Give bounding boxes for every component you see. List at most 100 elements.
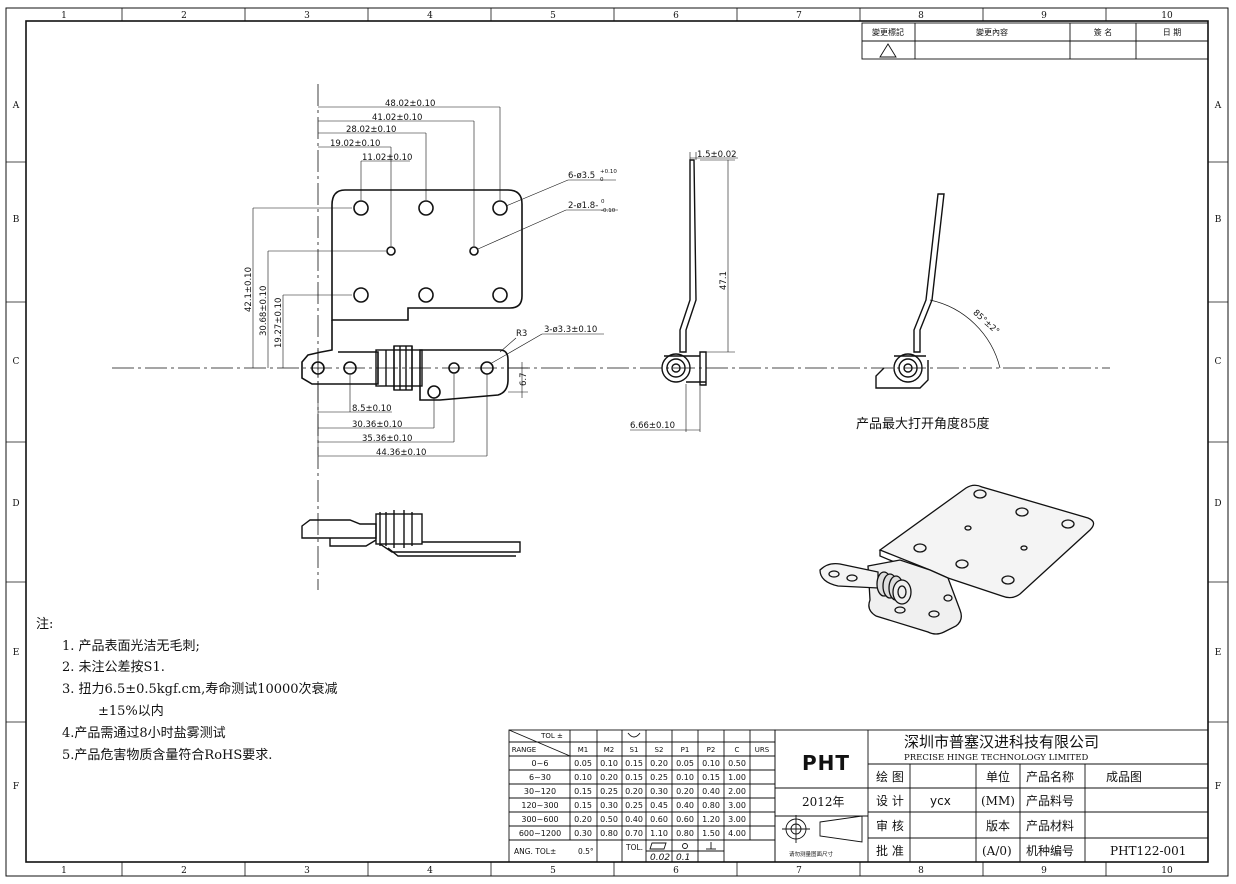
callout-big-holes: 6-ø3.5 bbox=[568, 171, 595, 181]
company-logo: PHT bbox=[802, 751, 850, 775]
tol-cell: 3.00 bbox=[728, 815, 746, 824]
zone-labels-top: 1 2 3 4 5 6 7 8 9 10 bbox=[61, 11, 1173, 21]
zone-label: 3 bbox=[304, 11, 310, 21]
unit-value: (MM) bbox=[981, 794, 1015, 808]
zone-label: 4 bbox=[427, 11, 433, 21]
callout-small-holes-tol: 0 bbox=[601, 199, 605, 205]
revision-mark-header: 變更標記 bbox=[872, 27, 904, 37]
tol-header: M1 bbox=[578, 746, 589, 754]
side-view: 1.5±0.02 47.1 6.66±0.10 bbox=[630, 150, 738, 432]
tol-cell: 1.00 bbox=[728, 773, 746, 782]
dim-41: 41.02±0.10 bbox=[372, 113, 422, 123]
zone-label: 7 bbox=[796, 866, 802, 876]
revision-block: 變更標記 變更內容 簽 名 日 期 bbox=[861, 22, 1209, 60]
tol-header: URS bbox=[755, 746, 770, 754]
tol-cell: 0.05 bbox=[676, 759, 694, 768]
tol-cell: 0.25 bbox=[650, 773, 668, 782]
tol-header: M2 bbox=[604, 746, 615, 754]
note-line: 1. 产品表面光洁无毛刺; bbox=[62, 639, 200, 654]
hinge-front-holes bbox=[353, 200, 508, 303]
dim-height: 47.1 bbox=[719, 271, 729, 290]
gdt-position-value: 0.1 bbox=[676, 853, 690, 863]
tol-cell: 1.50 bbox=[702, 829, 720, 838]
tol-cell: 0.15 bbox=[574, 801, 592, 810]
open-angle-label: 85°±2° bbox=[971, 308, 1001, 337]
tol-cell: 0.20 bbox=[574, 815, 592, 824]
tol-corner-bottom: RANGE bbox=[512, 746, 536, 754]
callout-small-holes-tol-low: -0.10 bbox=[601, 208, 616, 214]
zone-label: 8 bbox=[918, 866, 924, 876]
tol-cell: 0.15 bbox=[625, 759, 643, 768]
ang-tol-label: ANG. TOL± bbox=[514, 847, 556, 856]
dim-48: 48.02±0.10 bbox=[385, 99, 435, 109]
tol-cell: 0.25 bbox=[600, 787, 618, 796]
zone-label: 3 bbox=[304, 866, 310, 876]
dim-11: 11.02±0.10 bbox=[362, 153, 412, 163]
gdt-flatness-value: 0.02 bbox=[650, 853, 670, 863]
zone-label: 10 bbox=[1161, 11, 1173, 21]
zone-label: 5 bbox=[550, 866, 556, 876]
zone-label: D bbox=[12, 499, 19, 509]
tol-cell: 0.10 bbox=[676, 773, 694, 782]
tol-cell: 4.00 bbox=[728, 829, 746, 838]
note-line: 4.产品需通过8小时盐雾测试 bbox=[62, 726, 226, 741]
note-line: 2. 未注公差按S1. bbox=[62, 660, 165, 675]
callout-bracket-holes: 3-ø3.3±0.10 bbox=[544, 325, 597, 335]
zone-label: 8 bbox=[918, 11, 924, 21]
dim-44-36: 44.36±0.10 bbox=[376, 448, 426, 458]
product-name-value: 成品图 bbox=[1106, 770, 1142, 784]
title-block: PHT 2012年 请勿测量图面尺寸 深圳市普塞汉进科技有限公司 PRECISE… bbox=[774, 729, 1209, 863]
front-view: 48.02±0.10 41.02±0.10 28.02±0.10 19.02±0… bbox=[244, 99, 618, 458]
notes-heading: 注: bbox=[36, 617, 53, 632]
tol-cell: 0.20 bbox=[625, 787, 643, 796]
drawing-year: 2012年 bbox=[802, 795, 845, 809]
approve-label: 批 准 bbox=[876, 843, 904, 858]
zone-label: F bbox=[1215, 782, 1221, 792]
zone-label: B bbox=[13, 215, 20, 225]
tol-cell: 0.80 bbox=[676, 829, 694, 838]
tol-cell: 3.00 bbox=[728, 801, 746, 810]
tol-cell: 0.20 bbox=[650, 759, 668, 768]
revision-date-header: 日 期 bbox=[1163, 28, 1182, 37]
tol-cell: 0.50 bbox=[728, 759, 746, 768]
model-number-value: PHT122-001 bbox=[1110, 844, 1186, 858]
tol-cell: 2.00 bbox=[728, 787, 746, 796]
dim-thickness: 1.5±0.02 bbox=[697, 150, 737, 160]
tol-cell: 0.25 bbox=[625, 801, 643, 810]
tol-range: 600~1200 bbox=[519, 829, 561, 838]
tol-cell: 0.10 bbox=[702, 759, 720, 768]
dim-28: 28.02±0.10 bbox=[346, 125, 396, 135]
note-line: 5.产品危害物质含量符合RoHS要求. bbox=[62, 747, 272, 763]
unit-label: 单位 bbox=[986, 769, 1010, 784]
hinge-front-spring bbox=[375, 345, 423, 391]
dim-19-27: 19.27±0.10 bbox=[274, 298, 284, 348]
zone-label: A bbox=[12, 101, 20, 111]
ang-tol-value: 0.5° bbox=[578, 847, 594, 856]
note-line: ±15%以内 bbox=[98, 703, 164, 719]
tolerance-table: TOL ± RANGE M1 M2 S1 S2 P1 P2 C URS 0~6 … bbox=[508, 729, 776, 863]
tol-cell: 0.20 bbox=[676, 787, 694, 796]
zone-label: 5 bbox=[550, 11, 556, 21]
tol-range: 120~300 bbox=[521, 801, 558, 810]
projection-note: 请勿测量图面尺寸 bbox=[789, 850, 834, 858]
front-dimension-texts: 48.02±0.10 41.02±0.10 28.02±0.10 19.02±0… bbox=[244, 99, 617, 458]
zone-label: C bbox=[1215, 357, 1222, 367]
tol-cell: 1.10 bbox=[650, 829, 668, 838]
tol-cell: 0.10 bbox=[600, 759, 618, 768]
tol-cell: 0.60 bbox=[650, 815, 668, 824]
tol-cell: 0.70 bbox=[625, 829, 643, 838]
open-view: 85°±2° 产品最大打开角度85度 bbox=[856, 193, 1001, 432]
front-dimension-lines bbox=[252, 106, 618, 457]
zone-label: 6 bbox=[673, 866, 679, 876]
zone-label: E bbox=[13, 648, 20, 658]
tol-cell: 0.10 bbox=[574, 773, 592, 782]
company-name-en: PRECISE HINGE TECHNOLOGY LIMITED bbox=[904, 753, 1089, 763]
tol-cell: 0.30 bbox=[650, 787, 668, 796]
dim-8-5: 8.5±0.10 bbox=[352, 404, 392, 414]
zone-labels-left: A B C D E F bbox=[12, 101, 20, 792]
zone-labels-bottom: 1 2 3 4 5 6 7 8 9 10 bbox=[61, 866, 1173, 876]
revision-content-header: 變更內容 bbox=[976, 27, 1008, 37]
product-code-label: 产品料号 bbox=[1026, 794, 1074, 808]
zone-label: 2 bbox=[181, 11, 187, 21]
zone-label: A bbox=[1214, 101, 1222, 111]
